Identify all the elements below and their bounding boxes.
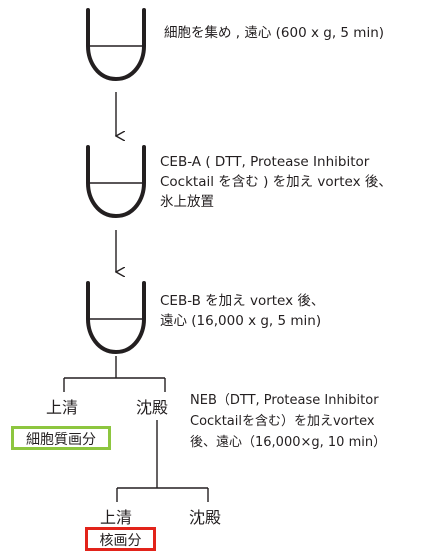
centrifuge-tube-icon — [86, 281, 146, 355]
step2-line3: 氷上放置 — [160, 194, 214, 210]
neb-note-line1: NEB（DTT, Protease Inhibitor — [190, 393, 379, 408]
step1-text: 細胞を集め , 遠心 (600 x g, 5 min) — [164, 23, 384, 43]
step3-text: CEB-B を加え vortex 後、 遠心 (16,000 x g, 5 mi… — [160, 291, 324, 331]
cytoplasmic-fraction-box: 細胞質画分 — [11, 426, 111, 450]
step3-line1: CEB-B を加え vortex 後、 — [160, 293, 325, 309]
branch-connector — [63, 356, 166, 392]
nuclear-fraction-box: 核画分 — [85, 527, 156, 551]
step2-line2: Cocktail を含む ) を加え vortex 後、 — [160, 174, 392, 190]
branch-connector — [116, 420, 209, 502]
supernatant-label-2: 上清 — [100, 508, 133, 527]
step3-line2: 遠心 (16,000 x g, 5 min) — [160, 313, 322, 329]
neb-note-line2: Cocktailを含む）を加えvortex — [190, 414, 375, 429]
supernatant-label: 上清 — [46, 398, 79, 417]
step2-text: CEB-A ( DTT, Protease Inhibitor Cocktail… — [160, 152, 392, 212]
step1-line1: 細胞を集め , 遠心 (600 x g, 5 min) — [164, 25, 385, 41]
precipitate-label: 沈殿 — [136, 398, 169, 417]
neb-note-line3: 後、遠心（16,000×g, 10 min） — [190, 435, 387, 450]
precipitate-label-2: 沈殿 — [189, 508, 222, 527]
centrifuge-tube-icon — [86, 8, 146, 82]
neb-note: NEB（DTT, Protease Inhibitor Cocktailを含む）… — [190, 390, 386, 453]
step2-line1: CEB-A ( DTT, Protease Inhibitor — [160, 154, 370, 170]
centrifuge-tube-icon — [86, 145, 146, 219]
